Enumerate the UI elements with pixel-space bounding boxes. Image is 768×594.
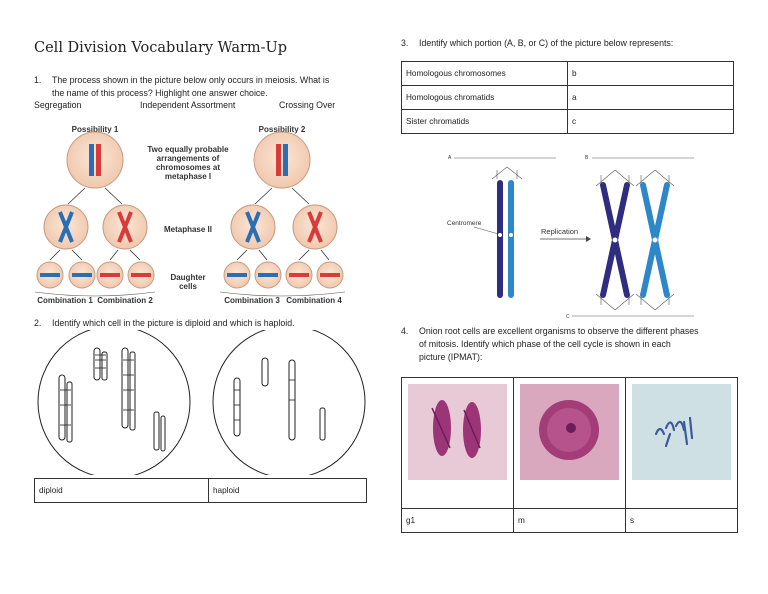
center-label-line1: Two equally probable	[147, 145, 229, 154]
term-cell: Sister chromatids	[401, 109, 568, 134]
micrograph-cell-2	[513, 377, 626, 509]
question-1-number: 1.	[34, 75, 42, 85]
diploid-answer[interactable]: diploid	[34, 478, 209, 503]
portion-c-label: C	[566, 314, 570, 320]
haploid-answer[interactable]: haploid	[208, 478, 367, 503]
portion-b-label: B	[585, 155, 589, 161]
phase-answer-3[interactable]: s	[625, 508, 738, 533]
choice-segregation[interactable]: Segregation	[34, 100, 82, 110]
q3-table: Homologous chromosomes b Homologous chro…	[401, 61, 734, 134]
question-4-text-line2: of mitosis. Identify which phase of the …	[419, 339, 671, 349]
question-3-text: Identify which portion (A, B, or C) of t…	[419, 38, 674, 48]
question-3-number: 3.	[401, 38, 409, 48]
haploid-cell	[212, 325, 366, 479]
diploid-cell	[37, 325, 191, 479]
metaphase-1-cell-possibility-1	[66, 131, 124, 189]
portion-a-label: A	[448, 155, 452, 161]
combination-3-label: Combination 3	[224, 296, 280, 305]
micrograph-cell-3	[625, 377, 738, 509]
combination-1-label: Combination 1	[37, 296, 93, 305]
question-2-number: 2.	[34, 318, 42, 328]
daughter-label-line2: cells	[179, 282, 197, 291]
choice-crossing-over[interactable]: Crossing Over	[279, 100, 336, 110]
answer-choices: Segregation Independent Assortment Cross…	[0, 100, 400, 114]
metaphase-1-cell-possibility-2	[253, 131, 311, 189]
choice-independent-assortment[interactable]: Independent Assortment	[140, 100, 236, 110]
meiosis-figure: Possibility 1 Possibility 2 Two equally …	[30, 120, 370, 310]
question-4-text-line3: picture (IPMAT):	[419, 352, 483, 362]
page-title: Cell Division Vocabulary Warm-Up	[34, 40, 288, 56]
answer-cell[interactable]: a	[567, 85, 734, 110]
table-row: Sister chromatids c	[401, 109, 734, 134]
answer-cell[interactable]: b	[567, 61, 734, 86]
term-cell: Homologous chromatids	[401, 85, 568, 110]
center-label-line2: arrangements of	[157, 154, 220, 163]
micrograph-cell-1	[401, 377, 514, 509]
possibility-2-label: Possibility 2	[259, 125, 306, 134]
q2-answer-table: diploid haploid	[34, 478, 367, 503]
question-1-text-line1: The process shown in the picture below o…	[52, 75, 330, 85]
table-row: Homologous chromatids a	[401, 85, 734, 110]
metaphase-2-label: Metaphase II	[164, 225, 212, 234]
center-label-line3: chromosomes at	[156, 163, 220, 172]
q4-table: g1 m s	[401, 377, 738, 533]
replication-label: Replication	[541, 227, 578, 236]
combination-2-label: Combination 2	[97, 296, 153, 305]
cell-diagrams	[34, 325, 374, 479]
centromere-label: Centromere	[447, 220, 482, 227]
center-label-line4: metaphase I	[165, 172, 211, 181]
phase-answer-2[interactable]: m	[513, 508, 626, 533]
question-2-text: Identify which cell in the picture is di…	[52, 318, 295, 328]
table-row: Homologous chromosomes b	[401, 61, 734, 86]
question-1-text-line2: the name of this process? Highlight one …	[52, 88, 268, 98]
phase-answer-1[interactable]: g1	[401, 508, 514, 533]
question-4-text-line1: Onion root cells are excellent organisms…	[419, 326, 699, 336]
combination-4-label: Combination 4	[286, 296, 342, 305]
chromosome-replication-figure: A B C Centromere Replication	[440, 150, 710, 320]
term-cell: Homologous chromosomes	[401, 61, 568, 86]
answer-cell[interactable]: c	[567, 109, 734, 134]
possibility-1-label: Possibility 1	[72, 125, 119, 134]
question-4-number: 4.	[401, 326, 409, 336]
daughter-label-line1: Daughter	[170, 273, 205, 282]
